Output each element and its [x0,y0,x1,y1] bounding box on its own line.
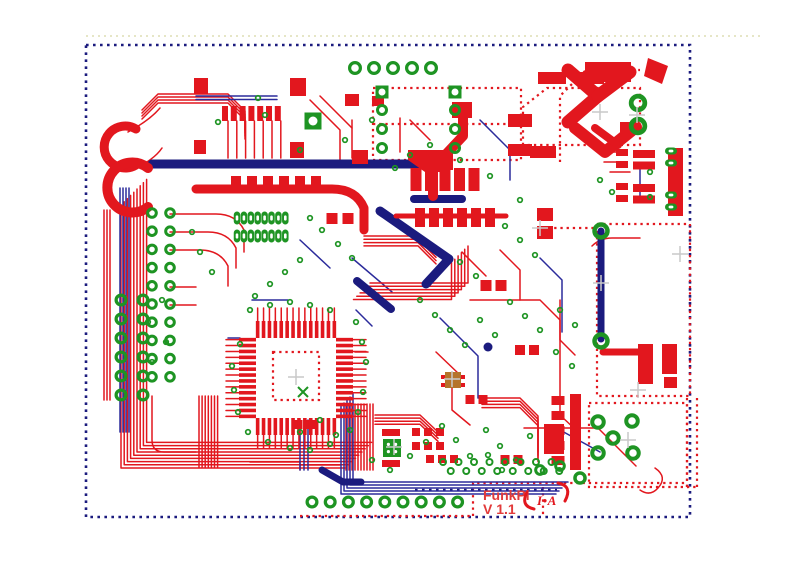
pad-grid-bottom [412,428,444,450]
power-jack-outline [558,68,640,162]
pad-pair-b [515,345,539,355]
pad-pair-d [326,213,354,224]
pad-pair-a [480,280,507,291]
large-rings [534,93,648,485]
top-pad-stubs [227,120,282,159]
left-gpio-header [146,207,176,383]
bottom-blue-bus [340,393,569,495]
board-version-label: V 1.1 [483,501,516,517]
red-smd-pads [194,62,683,470]
corner-pad [644,58,668,84]
smd-oval-array [233,211,289,243]
topleft-blue-pair [195,95,278,101]
power-trace-1 [191,184,369,235]
usb-pads-b [633,184,655,204]
silkscreen-outlines [271,68,699,518]
usb-pads-a [633,150,655,170]
ic-footprints [225,307,465,467]
usb-pads-c [616,149,628,168]
right-connector-outline [595,222,692,398]
edge-connector-outline [685,398,699,489]
bottomright-connector-outline [587,401,689,489]
pad-col-mid [537,208,553,239]
board-name-label: FunkPi [483,487,530,503]
mid-pad-row [415,208,495,227]
top-module-holes [376,104,461,154]
upper-mid-pad-row [410,168,480,191]
top-small-pad-row [222,106,281,121]
left-mid-pad-row [231,176,321,187]
usb-shield-ovals-b [665,191,677,211]
pad-pair-c [465,395,488,404]
green-x-marker [297,386,309,398]
left-edge-red-bus [103,209,111,401]
brand-logo: I•A [523,481,570,511]
origin-markers [288,104,688,455]
blue-dot-marker [483,342,493,352]
via-field [144,94,654,474]
center-vertical-red-bus [198,395,219,468]
top-hole-row [348,60,439,75]
bottomright-comb-red [481,397,539,463]
qfn2-thermal-pad [445,372,461,388]
usb-pads-d [616,183,628,202]
topleft-bridge-red-bus [141,93,246,140]
power-chevron-2 [569,121,642,158]
logo-text: I•A [536,493,557,508]
midright-nested-red-bus [352,245,469,301]
bottom-silk-lines [300,226,688,518]
qfp-courtyard-outline [271,350,321,402]
main-qfp-chip [225,307,367,449]
top-module-outline-2 [521,86,642,147]
left-aux-header [114,293,150,402]
logo-swoosh-right [556,481,570,503]
qfn-chip [382,429,401,467]
bottom-pin-header [305,495,465,509]
usb-shield-ovals-a [665,147,677,167]
antenna-arc-2 [102,157,153,218]
origin-crosses [288,104,688,455]
green-drill-pads [114,60,677,509]
board-legend: FunkPi V 1.1 I•A [483,481,570,517]
square-drill-pads [304,85,462,130]
logo-swoosh-left [523,490,536,511]
